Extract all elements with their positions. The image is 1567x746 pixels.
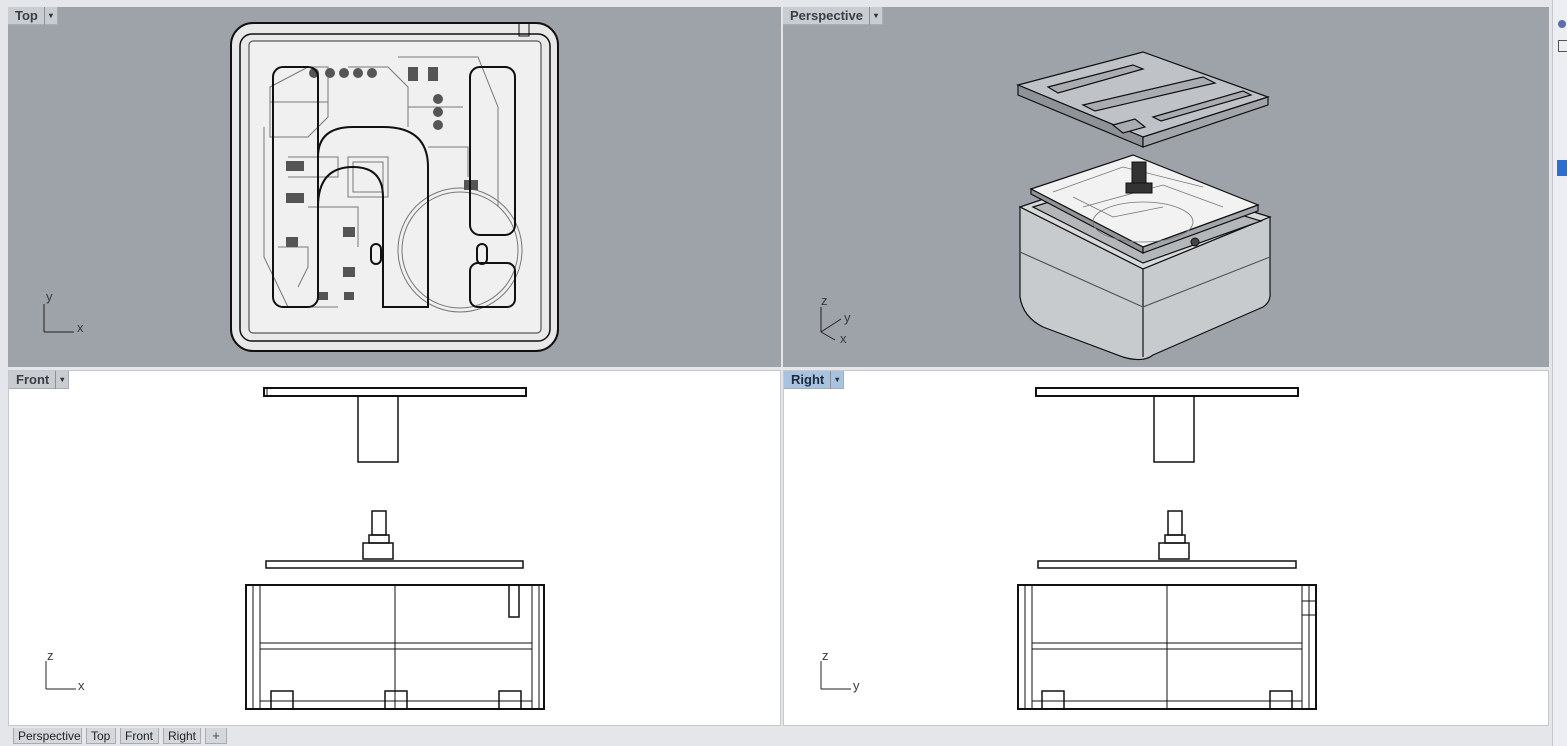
right-view-drawing <box>820 387 1317 710</box>
viewport-perspective[interactable]: z y x Perspective ▾ <box>783 7 1549 367</box>
viewport-right[interactable]: z y Right ▾ <box>783 370 1549 726</box>
viewport-front[interactable]: z x Front ▾ <box>8 370 781 726</box>
axis-label-y: y <box>46 289 53 304</box>
axis-label-x: x <box>78 678 85 693</box>
tab-front[interactable]: Front <box>120 728 159 744</box>
axis-label-y: y <box>853 678 860 693</box>
viewport-title-text: Front <box>16 372 50 387</box>
dropdown-arrow-icon[interactable]: ▾ <box>55 371 68 389</box>
dropdown-arrow-icon[interactable]: ▾ <box>869 7 882 25</box>
axis-label-z: z <box>822 648 829 663</box>
tab-right[interactable]: Right <box>163 728 201 744</box>
add-tab-icon[interactable]: + <box>205 728 227 744</box>
viewport-title-top[interactable]: Top ▾ <box>8 7 58 25</box>
panel-selection-marker <box>1557 160 1567 176</box>
viewport-title-right[interactable]: Right ▾ <box>784 371 845 389</box>
perspective-view-drawing <box>820 51 1272 361</box>
tab-perspective[interactable]: Perspective <box>13 728 82 744</box>
side-panel-strip[interactable] <box>1552 0 1567 746</box>
front-view-drawing <box>45 387 545 710</box>
viewport-top[interactable]: y x Top ▾ <box>8 7 781 367</box>
axis-label-x: x <box>77 320 84 335</box>
dropdown-arrow-icon[interactable]: ▾ <box>43 7 57 25</box>
tab-top[interactable]: Top <box>86 728 116 744</box>
axis-label-y: y <box>844 310 851 325</box>
top-view-drawing <box>43 22 559 352</box>
viewport-title-text: Perspective <box>790 8 863 23</box>
viewport-title-text: Top <box>15 8 38 23</box>
viewport-title-perspective[interactable]: Perspective ▾ <box>783 7 883 25</box>
dropdown-arrow-icon[interactable]: ▾ <box>830 371 843 389</box>
axis-label-z: z <box>47 648 54 663</box>
panel-icon <box>1558 20 1566 28</box>
viewport-tab-bar: Perspective Top Front Right + <box>0 727 1552 746</box>
axis-label-z: z <box>821 293 828 308</box>
axis-label-x: x <box>840 331 847 346</box>
viewport-title-text: Right <box>791 372 825 387</box>
viewport-title-front[interactable]: Front ▾ <box>9 371 70 389</box>
panel-icon <box>1558 40 1567 52</box>
